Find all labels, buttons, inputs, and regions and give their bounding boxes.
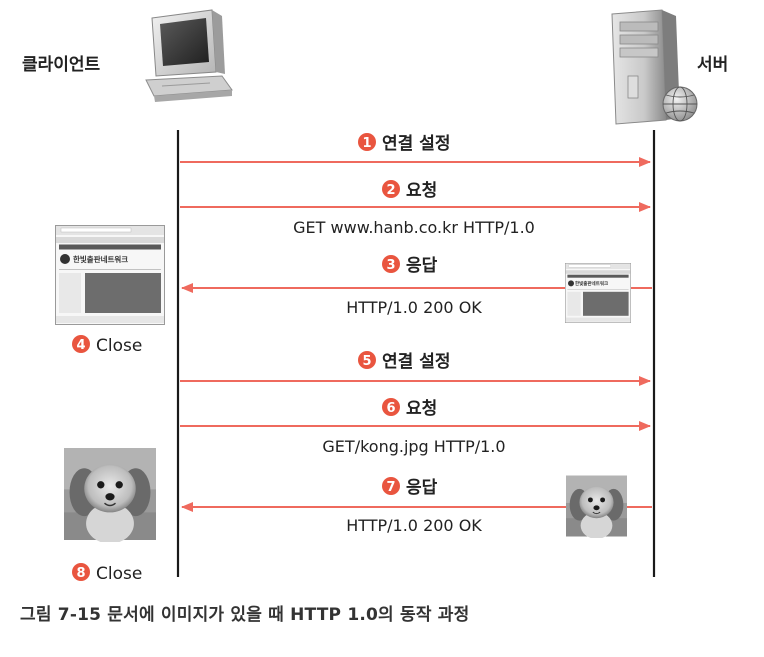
webpage-title: 한빛출판네트워크 xyxy=(73,254,128,264)
message-title: 요청 xyxy=(406,180,437,201)
step-number: 2 xyxy=(386,183,395,198)
close-label: Close xyxy=(96,564,142,584)
message-title: 응답 xyxy=(406,256,438,276)
request-line: GET/kong.jpg HTTP/1.0 xyxy=(322,437,505,456)
response-line: HTTP/1.0 200 OK xyxy=(346,298,482,317)
message-title: 연결 설정 xyxy=(382,352,450,372)
step-number: 5 xyxy=(362,354,371,369)
close-event-4: 4 Close xyxy=(72,335,142,356)
close-label: Close xyxy=(96,336,142,356)
client-computer-icon xyxy=(145,9,233,102)
step-badge xyxy=(72,563,90,581)
server-dog-image xyxy=(566,475,627,538)
step-badge xyxy=(358,351,376,369)
message-6: 6 요청 GET/kong.jpg HTTP/1.0 xyxy=(180,398,651,456)
message-2: 2 요청 GET www.hanb.co.kr HTTP/1.0 xyxy=(180,180,651,237)
close-event-8: 8 Close xyxy=(72,563,142,584)
step-number: 8 xyxy=(76,566,85,581)
figure-caption: 그림 7-15 문서에 이미지가 있을 때 HTTP 1.0의 동작 과정 xyxy=(20,605,470,625)
step-number: 6 xyxy=(386,401,395,416)
step-badge xyxy=(382,477,400,495)
client-label: 클라이언트 xyxy=(22,55,101,75)
step-number: 1 xyxy=(362,136,371,151)
request-line: GET www.hanb.co.kr HTTP/1.0 xyxy=(293,218,535,237)
step-badge xyxy=(382,398,400,416)
step-badge xyxy=(358,133,376,151)
step-number: 4 xyxy=(76,338,85,353)
step-badge xyxy=(382,255,400,273)
step-number: 3 xyxy=(386,258,395,273)
globe-icon xyxy=(662,86,698,122)
step-number: 7 xyxy=(386,480,395,495)
message-title: 응답 xyxy=(406,478,438,498)
webpage-title: 한빛출판네트워크 xyxy=(575,280,608,287)
message-1: 1 연결 설정 xyxy=(180,133,651,167)
response-line: HTTP/1.0 200 OK xyxy=(346,516,482,535)
step-badge xyxy=(382,180,400,198)
client-webpage-thumbnail: 한빛출판네트워크 xyxy=(55,225,165,325)
message-title: 요청 xyxy=(406,398,437,419)
server-webpage-thumbnail: 한빛출판네트워크 xyxy=(565,263,631,323)
step-badge xyxy=(72,335,90,353)
message-title: 연결 설정 xyxy=(382,134,450,154)
client-dog-image xyxy=(64,447,156,542)
message-5: 5 연결 설정 xyxy=(180,351,651,386)
server-label: 서버 xyxy=(697,55,728,75)
